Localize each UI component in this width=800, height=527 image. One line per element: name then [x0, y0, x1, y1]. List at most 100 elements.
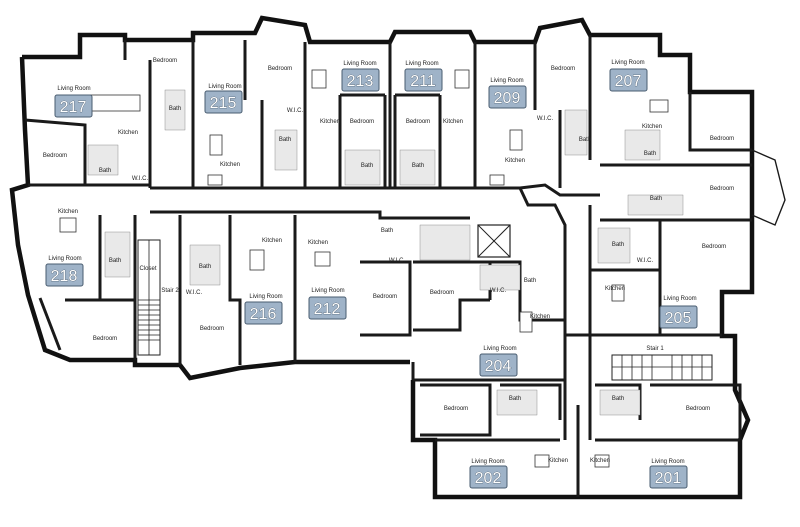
living-room-label-215: Living Room: [208, 84, 241, 90]
bath-label-218: Bath: [109, 258, 121, 264]
unit-badge-218[interactable]: 218: [45, 263, 84, 287]
unit-number-205: 205: [665, 310, 692, 327]
bath-label-207-b: Bath: [650, 196, 662, 202]
wic-label-217: W.I.C.: [132, 176, 149, 182]
unit-badge-211[interactable]: 211: [404, 68, 443, 92]
bedroom-label-211: Bedroom: [406, 119, 430, 125]
unit-badge-215[interactable]: 215: [204, 90, 243, 114]
bath-label-207: Bath: [644, 151, 656, 157]
wic-label-216: W.I.C.: [186, 290, 203, 296]
wic-label-204: W.I.C.: [490, 288, 507, 294]
bath-label-217-b: Bath: [169, 106, 181, 112]
stair-1-label: Stair 1: [646, 346, 664, 352]
unit-number-216: 216: [250, 306, 277, 323]
unit-badge-205[interactable]: 205: [659, 305, 698, 329]
kitchen-label-211: Kitchen: [443, 119, 463, 125]
unit-number-218: 218: [51, 268, 78, 285]
kitchen-label-204: Kitchen: [530, 314, 550, 320]
kitchen-label-201: Kitchen: [590, 458, 610, 464]
wic-label-209: W.I.C.: [537, 116, 554, 122]
kitchen-label-217: Kitchen: [118, 130, 138, 136]
bath-label-201: Bath: [612, 396, 624, 402]
unit-badge-212[interactable]: 212: [308, 296, 347, 320]
bedroom-label-201: Bedroom: [686, 406, 710, 412]
bath-label-202: Bath: [509, 396, 521, 402]
living-room-label-217: Living Room: [57, 86, 90, 92]
wic-label-205: W.I.C.: [637, 258, 654, 264]
unit-number-211: 211: [410, 73, 436, 90]
unit-number-204: 204: [485, 358, 512, 375]
bath-tiles: [87, 89, 684, 416]
living-room-label-218: Living Room: [48, 256, 81, 262]
bedroom-label-217-b: Bedroom: [43, 153, 67, 159]
unit-number-213: 213: [347, 73, 374, 90]
kitchen-label-218: Kitchen: [58, 209, 78, 215]
bath-label-209: Bath: [579, 137, 591, 143]
bedroom-label-215: Bedroom: [268, 66, 292, 72]
bath-label-212: Bath: [381, 228, 393, 234]
unit-badge-202[interactable]: 202: [469, 465, 508, 489]
kitchen-label-207: Kitchen: [642, 124, 662, 130]
kitchen-label-213: Kitchen: [320, 119, 340, 125]
bedroom-label-207-b: Bedroom: [710, 186, 734, 192]
stair-2-label: Stair 2: [161, 288, 179, 294]
bedroom-label-213: Bedroom: [350, 119, 374, 125]
unit-badge-207[interactable]: 207: [609, 68, 648, 92]
unit-badge-209[interactable]: 209: [488, 85, 527, 109]
living-room-label-213: Living Room: [343, 61, 376, 67]
living-room-label-204: Living Room: [483, 346, 516, 352]
bedroom-label-218: Bedroom: [93, 336, 117, 342]
unit-badges: 217 215 213 211 209 207 218 216: [45, 68, 698, 489]
stair-2: [137, 239, 161, 356]
unit-number-215: 215: [210, 95, 237, 112]
bedroom-label-207-a: Bedroom: [710, 136, 734, 142]
unit-number-202: 202: [475, 470, 502, 487]
kitchen-label-205: Kitchen: [605, 286, 625, 292]
bath-label-217: Bath: [99, 168, 111, 174]
fixtures: [59, 69, 669, 468]
living-room-label-212: Living Room: [311, 288, 344, 294]
bedroom-label-204: Bedroom: [430, 290, 454, 296]
unit-badge-213[interactable]: 213: [341, 68, 380, 92]
unit-number-209: 209: [494, 90, 521, 107]
living-room-label-205: Living Room: [663, 296, 696, 302]
unit-number-212: 212: [314, 301, 341, 318]
living-room-label-209: Living Room: [490, 78, 523, 84]
bedroom-label-212: Bedroom: [373, 294, 397, 300]
bath-label-205: Bath: [612, 242, 624, 248]
wic-label-215: W.I.C.: [287, 108, 304, 114]
bedroom-label-205: Bedroom: [702, 244, 726, 250]
bath-label-213: Bath: [361, 163, 373, 169]
bedroom-label-217-a: Bedroom: [153, 58, 177, 64]
bath-label-211: Bath: [412, 163, 424, 169]
bedroom-label-216: Bedroom: [200, 326, 224, 332]
bedroom-label-209: Bedroom: [551, 66, 575, 72]
unit-badge-216[interactable]: 216: [244, 301, 283, 325]
living-room-label-202: Living Room: [471, 459, 504, 465]
unit-number-217: 217: [60, 99, 87, 116]
wic-label-212: W.I.C.: [389, 258, 406, 264]
bath-label-204: Bath: [524, 278, 536, 284]
unit-number-207: 207: [615, 73, 642, 90]
room-labels: Living Room Bedroom Kitchen Bedroom Bath…: [43, 58, 734, 465]
living-room-label-211: Living Room: [405, 61, 438, 67]
unit-number-201: 201: [655, 470, 682, 487]
kitchen-label-209: Kitchen: [505, 158, 525, 164]
living-room-label-207: Living Room: [611, 60, 644, 66]
unit-badge-201[interactable]: 201: [649, 465, 688, 489]
kitchen-label-212: Kitchen: [308, 240, 328, 246]
living-room-label-201: Living Room: [651, 459, 684, 465]
bath-label-215: Bath: [279, 137, 291, 143]
elevator: [477, 224, 511, 258]
closet-label-218: Closet: [139, 266, 156, 272]
kitchen-label-215: Kitchen: [220, 162, 240, 168]
kitchen-label-202: Kitchen: [548, 458, 568, 464]
bath-label-216: Bath: [199, 264, 211, 270]
living-room-label-216: Living Room: [249, 294, 282, 300]
corridor: [133, 183, 600, 440]
stair-1: [611, 354, 713, 381]
unit-badge-204[interactable]: 204: [479, 353, 518, 377]
unit-badge-217[interactable]: 217: [54, 94, 93, 118]
kitchen-label-216: Kitchen: [262, 238, 282, 244]
